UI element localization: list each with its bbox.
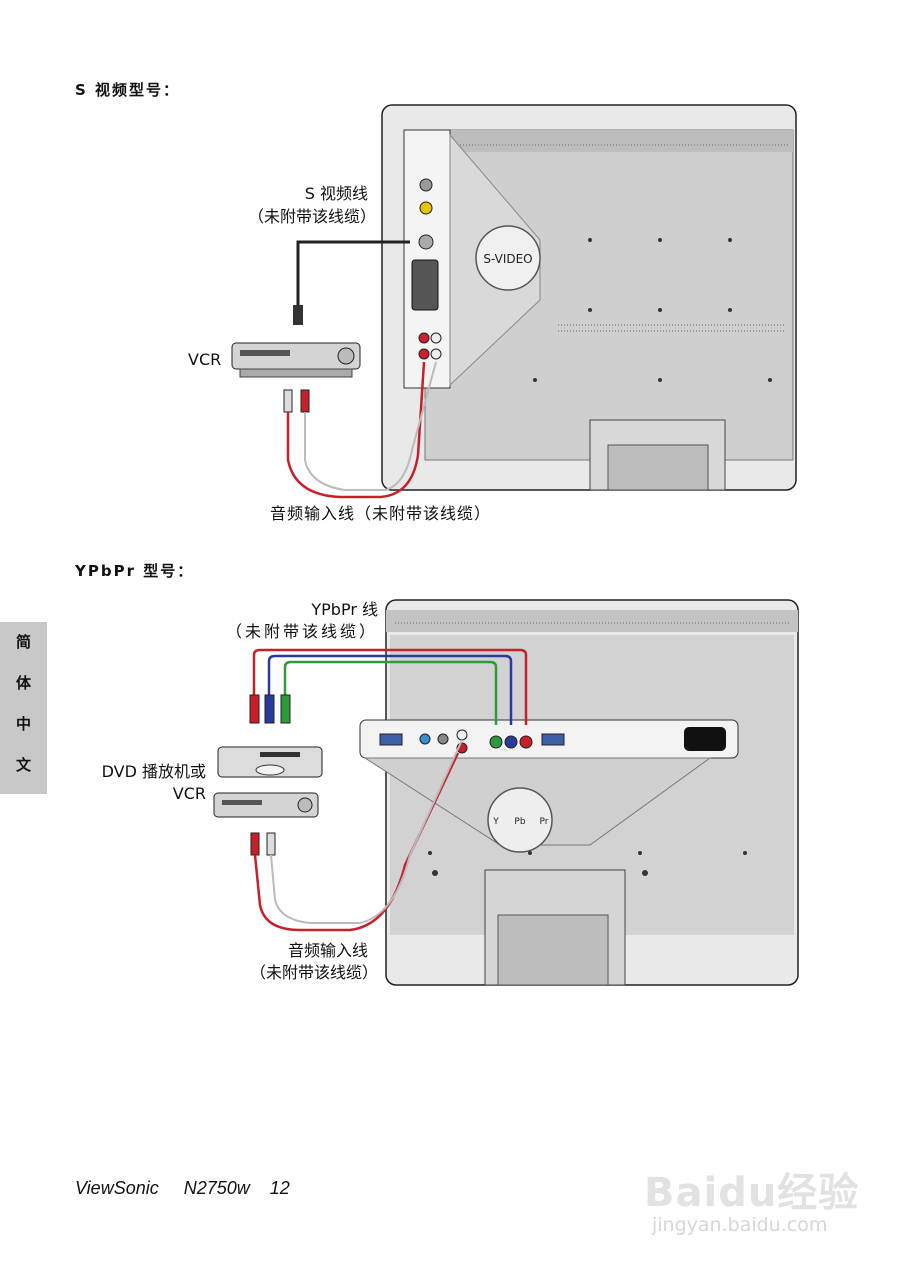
vcr-device-ypbpr: [214, 793, 318, 817]
svideo-port-label: S-VIDEO: [483, 252, 532, 266]
footer-page-number: 12: [270, 1178, 290, 1198]
ypbpr-cable-note: （未附带该线缆）: [200, 621, 378, 643]
svideo-connection-diagram: S-VIDEO: [180, 100, 800, 525]
side-tab-char: 体: [0, 663, 47, 704]
side-tab-char: 中: [0, 704, 47, 745]
audio-cable-label-ypbpr: 音频输入线: [250, 940, 368, 962]
language-side-tab: 简 体 中 文: [0, 622, 47, 794]
svideo-cable-note: （未附带该线缆）: [208, 206, 376, 228]
baidu-watermark-logo: Baidu经验: [644, 1160, 859, 1218]
vcr-label-svideo: VCR: [188, 349, 221, 371]
audio-cable-label-svideo: 音频输入线（未附带该线缆）: [270, 503, 491, 525]
side-tab-char: 简: [0, 622, 47, 663]
port-label-pb: Pb: [514, 817, 525, 827]
port-label-y: Y: [492, 817, 499, 827]
audio-cable-note-ypbpr: （未附带该线缆）: [210, 962, 378, 984]
port-label-pr: Pr: [540, 817, 549, 827]
dvd-player-label: DVD 播放机或: [70, 761, 206, 783]
dvd-player-device: [218, 747, 322, 777]
section-heading-svideo: S 视频型号：: [75, 79, 180, 100]
footer-brand: ViewSonic: [75, 1178, 159, 1198]
page-footer: ViewSonic N2750w 12: [75, 1178, 290, 1199]
ypbpr-connection-diagram: Y Pb Pr: [200, 595, 802, 990]
section-heading-ypbpr: YPbPr 型号：: [75, 560, 194, 581]
svideo-cable-label: S 视频线: [240, 183, 368, 205]
side-tab-char: 文: [0, 745, 47, 786]
vcr-device-svideo: [232, 343, 360, 377]
ypbpr-cable-label: YPbPr 线: [260, 599, 378, 621]
footer-model: N2750w: [184, 1178, 250, 1198]
vcr-label-ypbpr: VCR: [130, 783, 206, 805]
baidu-watermark-url: jingyan.baidu.com: [652, 1214, 827, 1236]
input-panel: [404, 130, 450, 388]
